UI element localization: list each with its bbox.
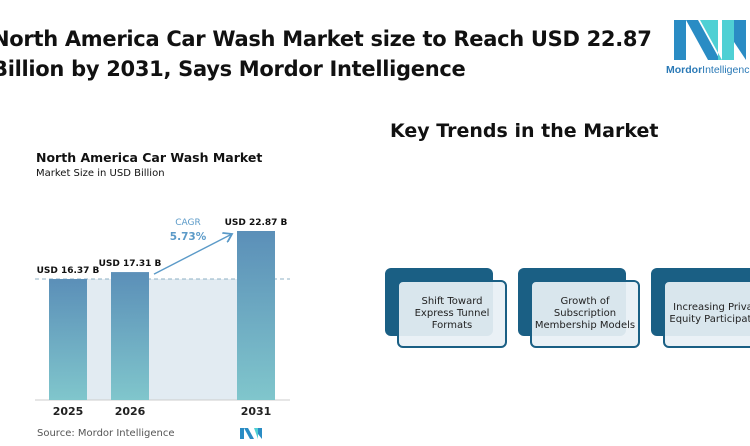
trend-text: Shift Toward Express Tunnel Formats — [397, 280, 507, 348]
trend-text: Increasing Private Equity Participation — [663, 280, 750, 348]
bar-2031 — [237, 230, 275, 400]
cagr-label: CAGR — [175, 218, 201, 228]
trend-text: Growth of Subscription Membership Models — [530, 280, 640, 348]
x-tick-label: 2025 — [53, 405, 84, 418]
chart-source: Source: Mordor Intelligence — [37, 428, 175, 439]
cagr-value: 5.73% — [170, 231, 207, 243]
x-tick-label: 2031 — [241, 405, 272, 418]
trends-heading: Key Trends in the Market — [390, 120, 659, 142]
trend-card: Growth of Subscription Membership Models — [518, 268, 640, 350]
trend-card: Increasing Private Equity Participation — [651, 268, 750, 350]
logo-text-bold: Mordor — [666, 64, 703, 76]
bar-2025 — [49, 279, 87, 400]
title-line: Billion by 2031, Says Mordor Intelligenc… — [0, 57, 466, 81]
logo-text-rest: Intelligence — [702, 64, 750, 76]
data-label: USD 22.87 B — [225, 218, 288, 228]
data-label: USD 16.37 B — [37, 266, 100, 276]
bar-2026 — [111, 272, 149, 400]
mordor-small-logo-icon — [240, 428, 262, 439]
chart-subtitle: Market Size in USD Billion — [36, 168, 165, 179]
x-tick-label: 2026 — [115, 405, 146, 418]
data-label: USD 17.31 B — [99, 259, 162, 269]
chart-title: North America Car Wash Market — [36, 150, 263, 165]
bar-chart: USD 16.37 B 2025 USD 17.31 B 2026 USD 22.87 … — [35, 218, 290, 418]
trend-card: Shift Toward Express Tunnel Formats — [385, 268, 507, 350]
logo-text: MordorIntelligence — [666, 64, 750, 76]
cagr-arrow — [153, 234, 232, 275]
title-line: North America Car Wash Market size to Re… — [0, 27, 652, 51]
mordor-logo-icon — [674, 20, 746, 60]
page-title: North America Car Wash Market size to Re… — [0, 24, 652, 84]
